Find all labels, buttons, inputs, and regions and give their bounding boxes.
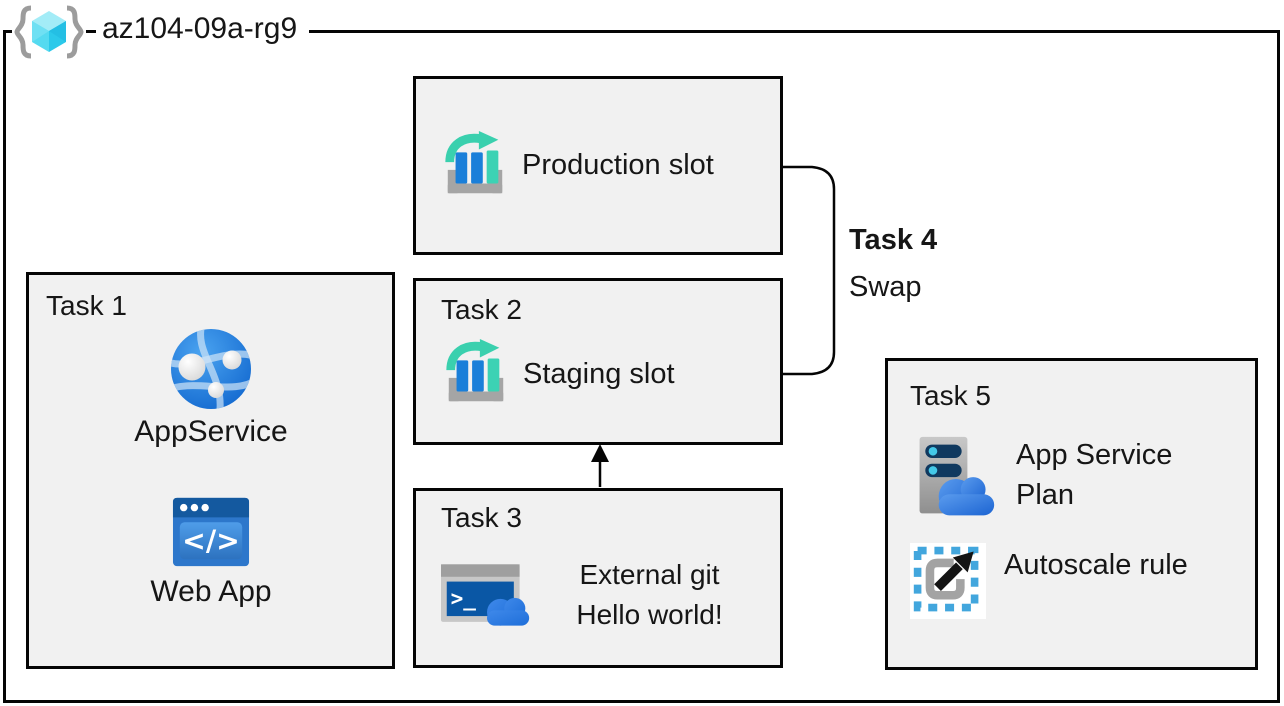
autoscale-rule-label: Autoscale rule <box>1004 549 1188 581</box>
swap-label: Swap <box>849 271 922 303</box>
task2-box: Task 2 Staging slot <box>413 278 783 445</box>
svg-text:</>: </> <box>182 525 240 558</box>
production-slot-label: Production slot <box>522 149 714 181</box>
task2-title: Task 2 <box>441 294 522 325</box>
task3-title: Task 3 <box>441 502 522 533</box>
resource-group-braces-cube-icon <box>14 5 84 59</box>
resource-group-name: az104-09a-rg9 <box>96 12 310 46</box>
task5-box: Task 5 <box>885 358 1258 670</box>
task3-box: Task 3 >_ External git <box>413 488 783 668</box>
web-app-label: Web App <box>150 575 272 608</box>
autoscale-icon <box>910 543 986 619</box>
task4-title: Task 4 <box>849 224 938 256</box>
task5-title: Task 5 <box>910 380 991 411</box>
production-slot-box: Production slot <box>413 76 783 255</box>
staging-slot-label: Staging slot <box>523 357 675 390</box>
task3-text: External git Hello world! <box>533 555 780 635</box>
deployment-slot-icon <box>446 339 504 402</box>
app-service-plan-icon <box>919 436 995 516</box>
external-git-label: External git <box>579 559 720 590</box>
deployment-slot-icon <box>445 130 503 193</box>
app-service-icon <box>171 329 251 409</box>
resource-group-border <box>3 30 1280 703</box>
task1-box: Task 1 <box>26 272 395 669</box>
resource-group-icon <box>12 4 86 60</box>
app-service-label: AppService <box>134 415 288 448</box>
cloud-shell-icon: >_ <box>441 564 530 626</box>
task1-title: Task 1 <box>46 290 127 321</box>
web-app-icon: </> <box>172 497 250 567</box>
app-service-plan-label: App Service Plan <box>1016 439 1173 511</box>
task4-label-group: Task 4 Swap <box>849 224 937 304</box>
hello-world-label: Hello world! <box>576 599 723 630</box>
svg-text:>_: >_ <box>451 586 477 611</box>
